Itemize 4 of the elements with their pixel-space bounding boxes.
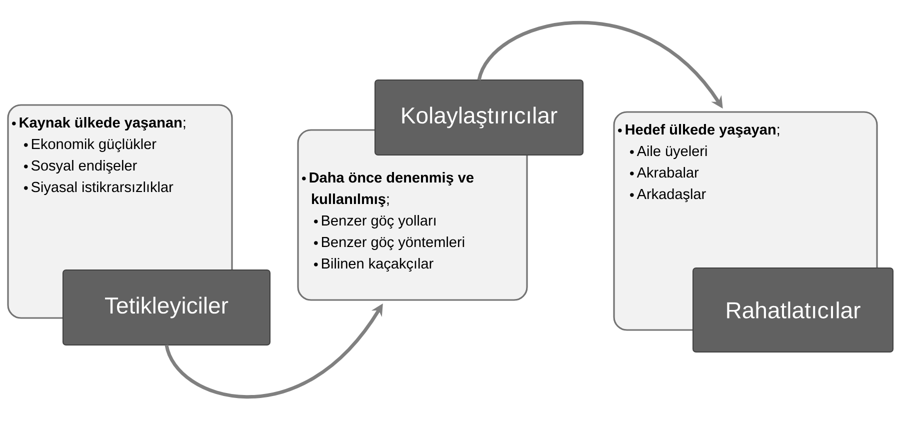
title-box: Kolaylaştırıcılar	[374, 80, 584, 156]
text-box: Daha önce denenmiş ve kullanılmış; Benzer göç yolları Benzer göç yöntemleri Bilinen kaçakçılar	[297, 129, 528, 301]
title-box: Tetikleyiciler	[62, 270, 270, 346]
title-box: Rahatlatıcılar	[692, 268, 894, 352]
